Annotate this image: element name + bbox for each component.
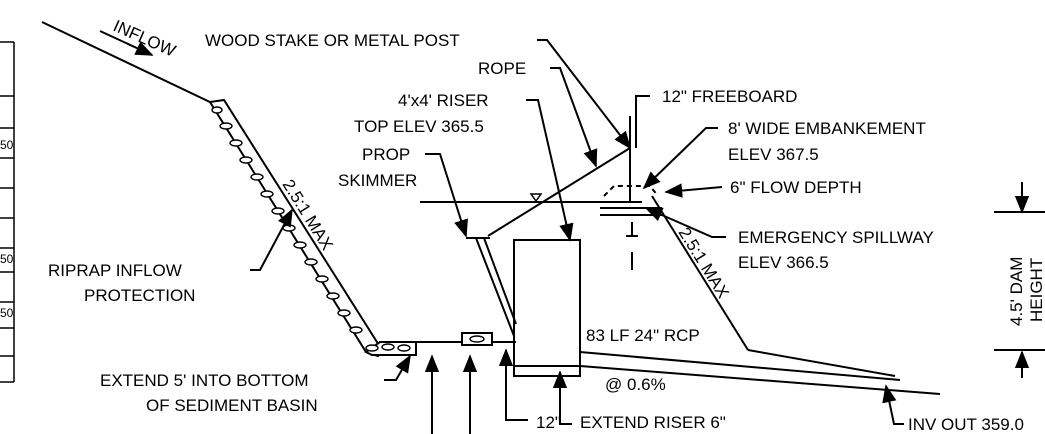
rope-label: ROPE (478, 59, 526, 78)
embankment-label: 8' WIDE EMBANKEMENT (728, 119, 926, 138)
table-cell: 50 (0, 252, 14, 266)
downstream-slope (651, 195, 749, 351)
flow-depth-label: 6" FLOW DEPTH (730, 178, 862, 197)
riser-top-elev-label: TOP ELEV 365.5 (354, 117, 484, 136)
pipe-bottom (579, 365, 941, 395)
extend-bottom-label: EXTEND 5' INTO BOTTOM (100, 371, 309, 390)
riser-box (513, 239, 581, 377)
table-fragment: 50 50 50 (0, 41, 15, 383)
spillway-elev-label: ELEV 366.5 (738, 253, 829, 272)
pipe-slope-label: @ 0.6% (605, 375, 666, 394)
basin-profile (41, 21, 516, 358)
skimmer-arm (475, 237, 515, 337)
embankment-elev-label: ELEV 367.5 (728, 145, 819, 164)
inv-out-label: INV OUT 359.0 (908, 415, 1024, 434)
emergency-spillway-label: EMERGENCY SPILLWAY (738, 228, 934, 247)
riprap-pebbles (211, 106, 485, 352)
table-cell: 50 (0, 306, 14, 320)
height-label: HEIGHT (1027, 258, 1045, 322)
leaders (250, 39, 1045, 434)
embankment (579, 185, 941, 395)
riser-depth-label: 12" (536, 413, 561, 432)
extend-riser-label: EXTEND RISER 6" (580, 413, 726, 432)
pipe-label: 83 LF 24" RCP (586, 326, 700, 345)
embankment-top (603, 185, 659, 197)
riser-size-label: 4'x4' RISER (398, 91, 489, 110)
riprap-slope (208, 98, 384, 358)
right-slope-label: 2.5:1 MAX (675, 224, 733, 301)
prop-label: PROP (362, 145, 410, 164)
wood-stake-label: WOOD STAKE OR METAL POST (205, 31, 460, 50)
freeboard-label: 12" FREEBOARD (662, 87, 797, 106)
table-cell: 50 (0, 138, 14, 152)
pipe-top (579, 351, 901, 381)
skimmer-label: SKIMMER (338, 171, 417, 190)
protection-label: PROTECTION (84, 286, 195, 305)
dam-height-label: 4.5' DAM (1007, 257, 1026, 326)
sediment-basin-label: OF SEDIMENT BASIN (146, 396, 318, 415)
inflow-label: INFLOW (110, 16, 178, 60)
riprap-label: RIPRAP INFLOW (48, 261, 182, 280)
annotations: INFLOW WOOD STAKE OR METAL POST ROPE 4'x… (48, 16, 1045, 434)
water-level-symbol (529, 193, 543, 203)
